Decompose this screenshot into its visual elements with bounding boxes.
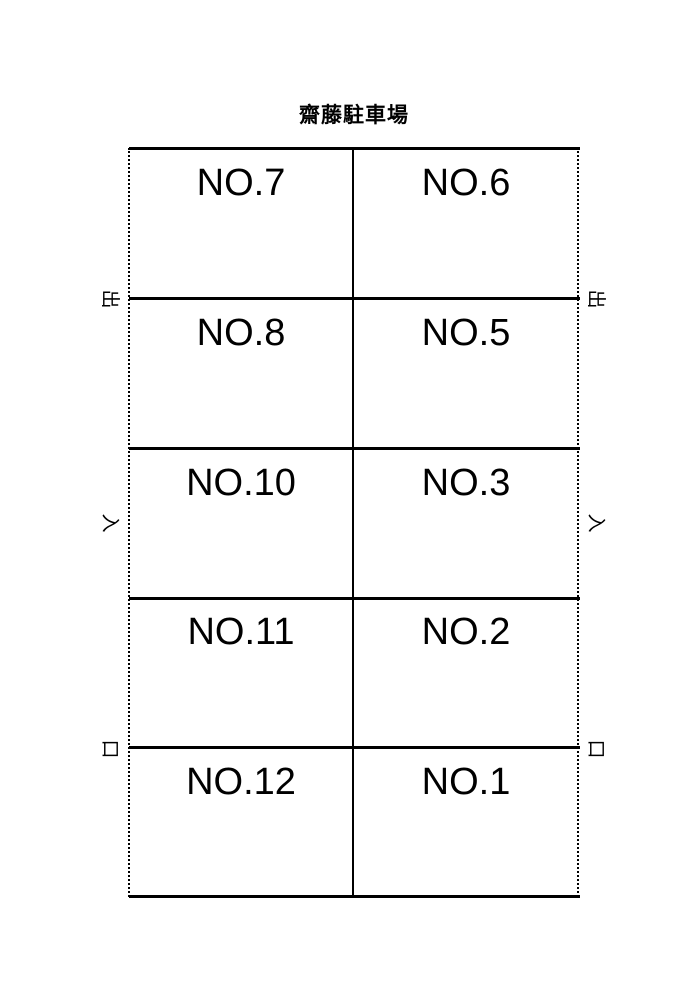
- row-divider-2: [129, 447, 580, 450]
- parking-lot-diagram: NO.7 NO.8 NO.10 NO.11 NO.12 NO.6 NO.5 NO…: [128, 147, 580, 898]
- parking-space-no3: NO.3: [421, 462, 511, 504]
- right-boundary-dotted: [577, 148, 579, 897]
- left-sign-char-mouth: 口: [99, 739, 121, 759]
- row-divider-4: [129, 746, 580, 749]
- parking-space-no12: NO.12: [186, 761, 296, 803]
- left-boundary-dotted: [128, 148, 130, 897]
- row-divider-3: [129, 597, 580, 600]
- parking-space-no10: NO.10: [186, 462, 296, 504]
- right-sign-char-in: 入: [585, 513, 607, 533]
- left-sign-char-out: 出: [99, 289, 121, 309]
- parking-space-no11: NO.11: [187, 611, 295, 653]
- row-divider-bottom: [129, 895, 580, 898]
- row-divider-top: [129, 147, 580, 150]
- left-sign-char-in: 入: [99, 513, 121, 533]
- parking-space-no7: NO.7: [196, 162, 286, 204]
- right-sign-char-out: 出: [585, 289, 607, 309]
- page-title: 齋藤駐車場: [299, 103, 409, 127]
- right-sign-char-mouth: 口: [585, 739, 607, 759]
- parking-space-no8: NO.8: [196, 312, 286, 354]
- center-divider: [352, 148, 354, 897]
- row-divider-1: [129, 297, 580, 300]
- parking-space-no1: NO.1: [421, 761, 511, 803]
- parking-space-no2: NO.2: [421, 611, 511, 653]
- parking-space-no6: NO.6: [421, 162, 511, 204]
- parking-space-no5: NO.5: [421, 312, 511, 354]
